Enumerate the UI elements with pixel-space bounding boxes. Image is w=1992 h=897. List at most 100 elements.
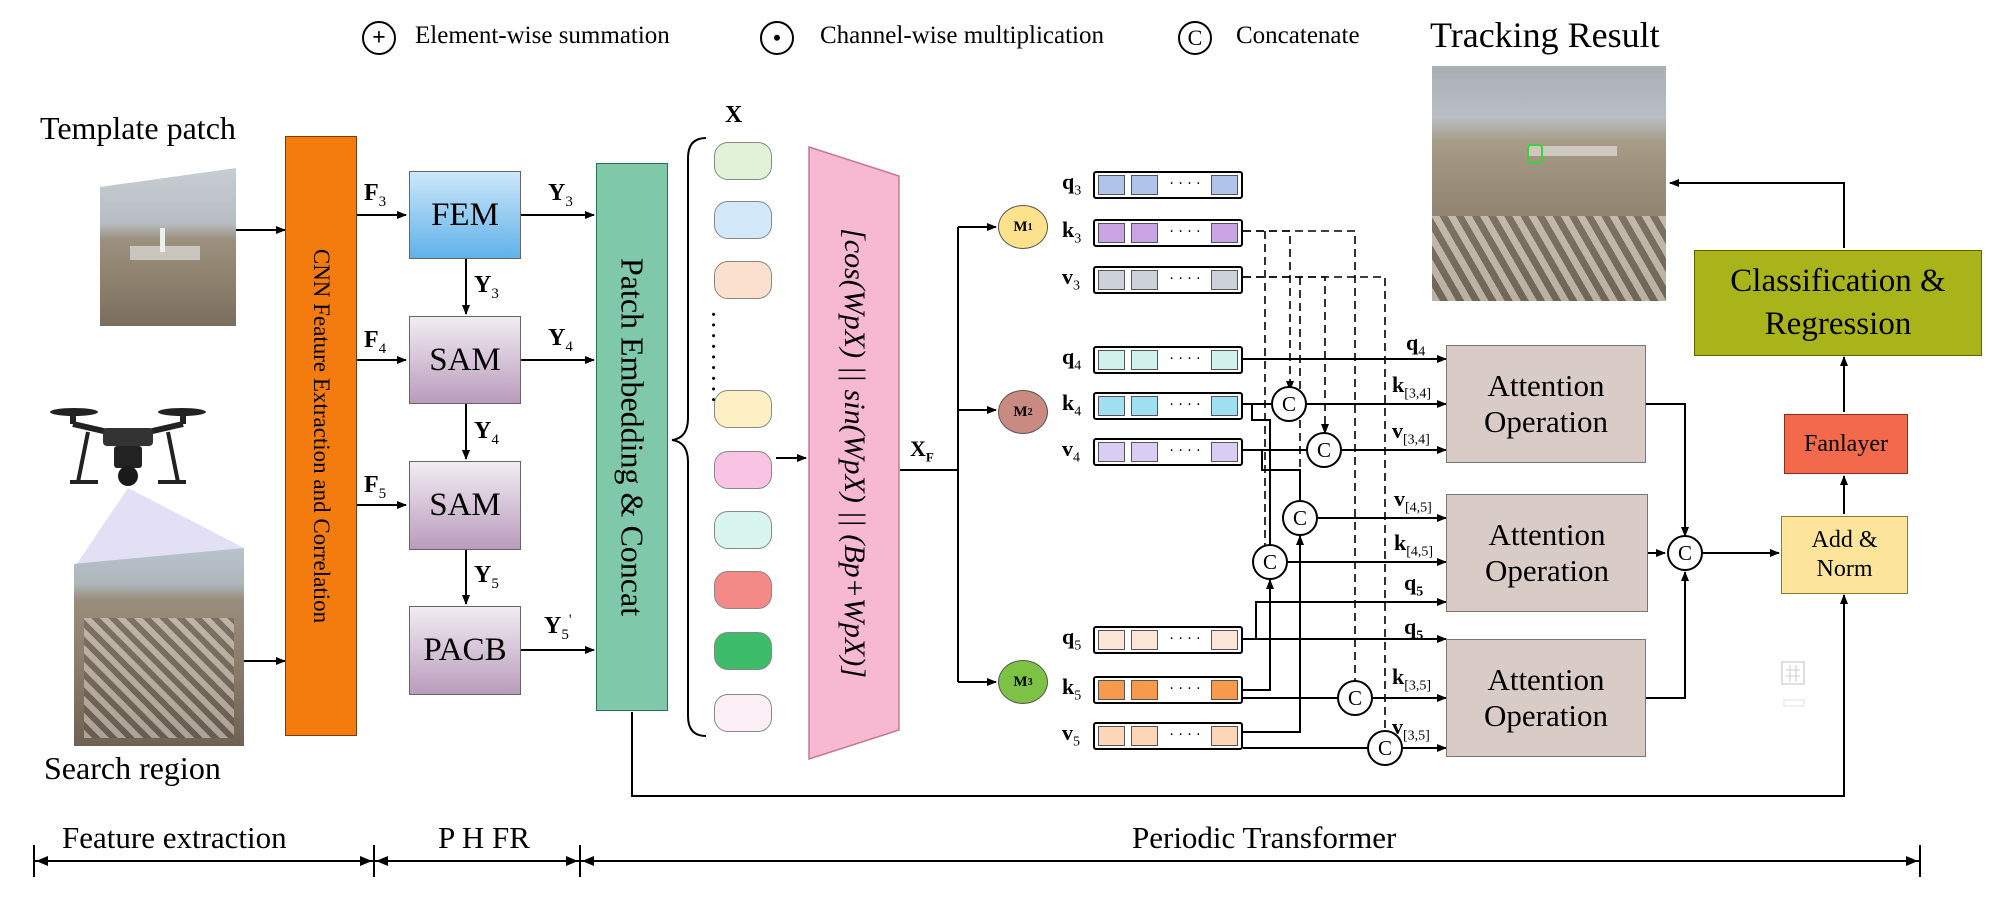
q5-label: q5 <box>1062 624 1082 654</box>
v5-label: v5 <box>1062 720 1080 750</box>
v3-cell-1 <box>1098 270 1125 290</box>
q5-att3-input-label: q5 <box>1404 614 1424 644</box>
k5-cell-1 <box>1098 680 1125 700</box>
v45-input-label: v[4,5] <box>1394 486 1432 516</box>
k4-cell-2 <box>1131 396 1158 416</box>
periodic-encoding-label: [cos(WpX) || sin(WpX) || (Bp+WpX)] <box>838 228 871 678</box>
v3-cell-2 <box>1131 270 1158 290</box>
concat-v35-icon: C <box>1367 730 1403 766</box>
k3-dots: · · · · <box>1169 224 1201 240</box>
k4-cell-1 <box>1098 396 1125 416</box>
y5-prime-label: Y5' <box>544 612 572 643</box>
concat-k34-icon: C <box>1271 386 1307 422</box>
token-5 <box>714 451 772 489</box>
drone-icon <box>48 392 208 502</box>
concat-v45-icon: C <box>1282 500 1318 536</box>
sam-block-2: SAM <box>409 461 521 550</box>
v4-cell-2 <box>1131 442 1158 462</box>
line-v4-to-v45 <box>1261 450 1301 500</box>
q4-cell-2 <box>1131 350 1158 370</box>
v4-vector: · · · · <box>1093 438 1243 466</box>
v3-cell-3 <box>1211 270 1238 290</box>
pacb-block: PACB <box>409 606 521 695</box>
q4-cell-1 <box>1098 350 1125 370</box>
token-brace <box>671 137 707 737</box>
token-dots: ········· <box>699 310 728 406</box>
line-k5-to-k45 <box>1243 579 1274 691</box>
concat-final-icon: C <box>1667 535 1703 571</box>
v4-dots: · · · · <box>1169 443 1201 459</box>
concat-k35-icon: C <box>1337 680 1373 716</box>
cnn-fill <box>286 137 356 735</box>
k3-vector: · · · · <box>1093 219 1243 247</box>
k5-vector: · · · · <box>1093 676 1243 704</box>
token-2 <box>714 201 772 239</box>
token-6 <box>714 511 772 549</box>
y4-down-label: Y4 <box>474 418 499 448</box>
residual-line <box>631 594 1848 797</box>
v5-dots: · · · · <box>1169 727 1201 743</box>
token-7 <box>714 571 772 609</box>
tracking-box <box>1527 144 1543 164</box>
legend-mul-label: Channel-wise multiplication <box>820 22 1104 49</box>
q5-cell-1 <box>1098 630 1125 650</box>
fanlayer-block: Fanlayer <box>1784 414 1908 474</box>
k34-input-label: k[3,4] <box>1392 372 1432 402</box>
k3-cell-3 <box>1211 223 1238 243</box>
token-4 <box>714 390 772 428</box>
k4-vector: · · · · <box>1093 392 1243 420</box>
arrow-cls-to-result <box>1669 179 1845 248</box>
v5-vector: · · · · <box>1093 722 1243 750</box>
tracking-result-image <box>1432 66 1666 301</box>
add-norm-block: Add &Norm <box>1781 516 1908 594</box>
q5-cell-3 <box>1211 630 1238 650</box>
k4-cell-3 <box>1211 396 1238 416</box>
v4-cell-1 <box>1098 442 1125 462</box>
dash-k3-to-k34 <box>1243 230 1294 391</box>
line-k4-to-k45 <box>1251 404 1271 545</box>
q5-vector: · · · · <box>1093 626 1243 654</box>
line-v5-to-v45 <box>1243 535 1304 733</box>
v5-cell-1 <box>1098 726 1125 746</box>
k3-cell-2 <box>1131 223 1158 243</box>
legend-cat-label: Concatenate <box>1236 22 1360 49</box>
q3-dots: · · · · <box>1169 176 1201 192</box>
q3-vector: · · · · <box>1093 171 1243 199</box>
q4-vector: · · · · <box>1093 346 1243 374</box>
y3-label: Y3 <box>548 180 573 210</box>
xf-label: XF <box>910 436 934 465</box>
cnn-block: CNN Feature Extraction and Correlation <box>285 136 357 736</box>
periodic-encoding-block: [cos(WpX) || sin(WpX) || (Bp+WpX)] <box>808 146 900 760</box>
v4-label: v4 <box>1062 436 1080 466</box>
concat-symbol-icon: C <box>1178 21 1212 55</box>
v5-cell-2 <box>1131 726 1158 746</box>
template-patch-label: Template patch <box>40 110 236 146</box>
v3-vector: · · · · <box>1093 266 1243 294</box>
k5-dots: · · · · <box>1169 681 1201 697</box>
q5-att2-input-label: q5 <box>1404 570 1424 600</box>
fem-block: FEM <box>409 171 521 259</box>
v4-cell-3 <box>1211 442 1238 462</box>
k3-cell-1 <box>1098 223 1125 243</box>
v3-dots: · · · · <box>1169 271 1201 287</box>
token-9 <box>714 694 772 732</box>
cnn-label: CNN Feature Extraction and Correlation <box>309 248 334 624</box>
sum-symbol-icon: + <box>362 21 396 55</box>
q4-label: q4 <box>1062 344 1082 374</box>
q5-dots: · · · · <box>1169 631 1201 647</box>
f5-label: F5 <box>364 472 387 502</box>
q3-label: q3 <box>1062 169 1082 199</box>
y4-label: Y4 <box>548 325 573 355</box>
search-region-image <box>74 548 244 746</box>
k5-cell-2 <box>1131 680 1158 700</box>
section-periodic-transformer: Periodic Transformer <box>1132 820 1397 855</box>
line-att3-out <box>1646 571 1689 699</box>
y3-down-label: Y3 <box>474 272 499 302</box>
k35-input-label: k[3,5] <box>1392 664 1432 694</box>
patch-embedding-block: Patch Embedding & Concat <box>596 163 668 711</box>
